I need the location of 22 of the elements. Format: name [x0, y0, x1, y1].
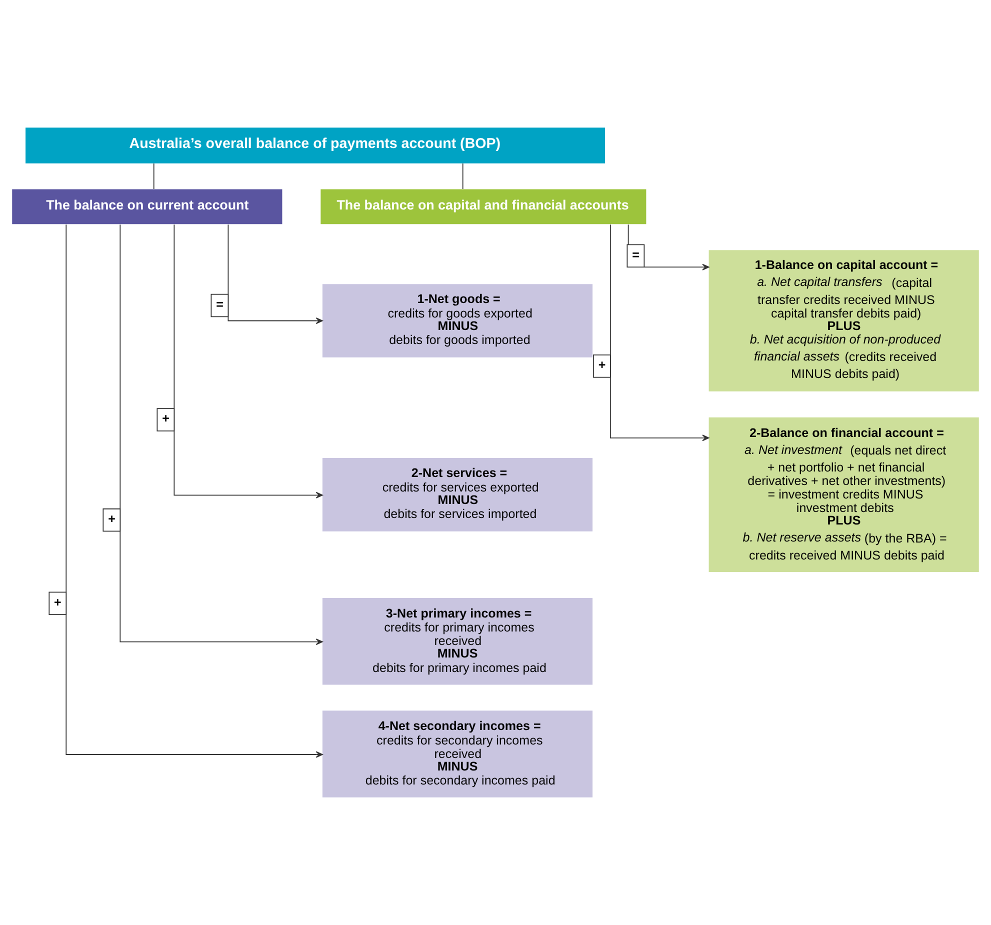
node-box: The balance on capital and financial accounts [320, 189, 646, 224]
node-box: 2-Net services = credits for services exported MINUS debits for services imported [322, 458, 593, 532]
node-box: Australia’s overall balance of payments account (BOP) [26, 128, 606, 164]
arrow [174, 224, 323, 498]
arrow [610, 224, 710, 442]
edge-label: + [108, 512, 116, 526]
arrow [228, 224, 323, 324]
edge-label: + [598, 358, 606, 372]
node-box: The balance on current account [12, 189, 282, 224]
arrow [66, 224, 323, 758]
arrow [120, 224, 323, 646]
edge-label: + [162, 412, 170, 426]
connector [462, 163, 464, 190]
edge-label: + [54, 595, 62, 610]
connector [153, 163, 154, 190]
edge-label: = [632, 248, 640, 262]
node-box: 2-Balance on financial account = a. Net investment (equals net direct + net portfolio + net financial derivatives + net other investments) = investment credits MINUS investment debits PLUS b. Net reserve assets (by the RBA) = credits received MINUS debits paid [708, 417, 979, 572]
edge-label: = [216, 297, 224, 312]
node-box: 3-Net primary incomes = credits for primary incomes received MINUS debits for primary incomes paid [322, 598, 593, 685]
node-box: 4-Net secondary incomes = credits for secondary incomes received MINUS debits for secondary incomes paid [322, 710, 593, 798]
node-box: 1-Net goods = credits for goods exported MINUS debits for goods imported [322, 284, 593, 358]
node-box: 1-Balance on capital account = a. Net capital transfers (capital transfer credits received MINUS capital transfer debits paid) PLUS b. Net acquisition of non-produced financial assets (credits received MINUS debits paid) [708, 250, 979, 392]
